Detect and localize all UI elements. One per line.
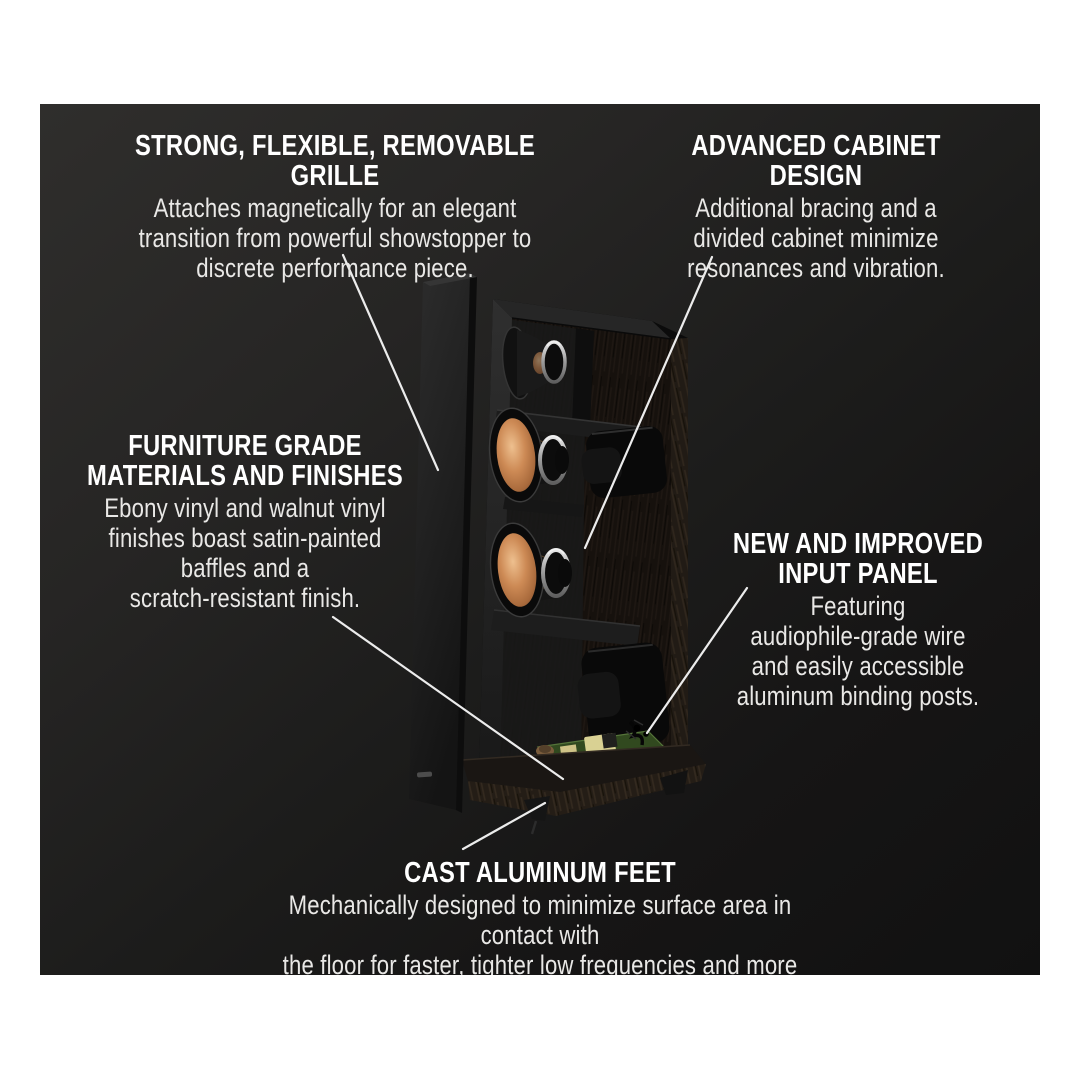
lower-copper-woofer xyxy=(489,522,572,618)
callout-input-body: Featuring audiophile-grade wire and easi… xyxy=(736,591,980,711)
plinth-base xyxy=(432,744,706,835)
callout-line-input xyxy=(645,586,749,735)
callout-materials: FURNITURE GRADE MATERIALS AND FINISHES E… xyxy=(81,431,409,613)
upper-copper-woofer xyxy=(488,407,569,503)
callout-line-cabinet xyxy=(583,255,714,550)
cutaway-cabinet xyxy=(479,299,688,790)
callout-materials-body: Ebony vinyl and walnut vinyl finishes bo… xyxy=(104,493,386,613)
removable-grille-panel xyxy=(409,273,477,813)
callout-feet: CAST ALUMINUM FEET Mechanically designed… xyxy=(253,858,827,975)
speaker-cutaway-illustration xyxy=(331,253,749,851)
callout-grille-heading: STRONG, FLEXIBLE, REMOVABLE GRILLE xyxy=(135,130,535,192)
internal-brace-lower xyxy=(577,642,670,749)
callout-cabinet-body: Additional bracing and a divided cabinet… xyxy=(687,193,945,283)
callout-input-heading: NEW AND IMPROVED INPUT PANEL xyxy=(732,528,984,590)
callout-feet-body: Mechanically designed to minimize surfac… xyxy=(282,890,798,975)
callout-line-feet xyxy=(461,801,547,851)
callout-line-grille xyxy=(341,253,440,472)
callout-grille-body: Attaches magnetically for an elegant tra… xyxy=(138,193,532,283)
callout-materials-heading: FURNITURE GRADE MATERIALS AND FINISHES xyxy=(87,430,403,492)
callout-feet-heading: CAST ALUMINUM FEET xyxy=(404,857,676,889)
internal-brace-upper xyxy=(581,426,667,498)
callout-grille: STRONG, FLEXIBLE, REMOVABLE GRILLE Attac… xyxy=(130,131,540,283)
callout-cabinet: ADVANCED CABINET DESIGN Additional braci… xyxy=(652,131,980,283)
callout-input: NEW AND IMPROVED INPUT PANEL Featuring a… xyxy=(694,529,1022,711)
horn-tweeter xyxy=(501,326,567,400)
callout-line-materials xyxy=(331,615,565,781)
callout-lines xyxy=(331,253,749,851)
infographic-dark-panel: STRONG, FLEXIBLE, REMOVABLE GRILLE Attac… xyxy=(40,104,1040,975)
divider-wall xyxy=(572,328,594,428)
klipsch-logo-mark-grille xyxy=(417,771,433,778)
callout-cabinet-heading: ADVANCED CABINET DESIGN xyxy=(691,130,941,192)
